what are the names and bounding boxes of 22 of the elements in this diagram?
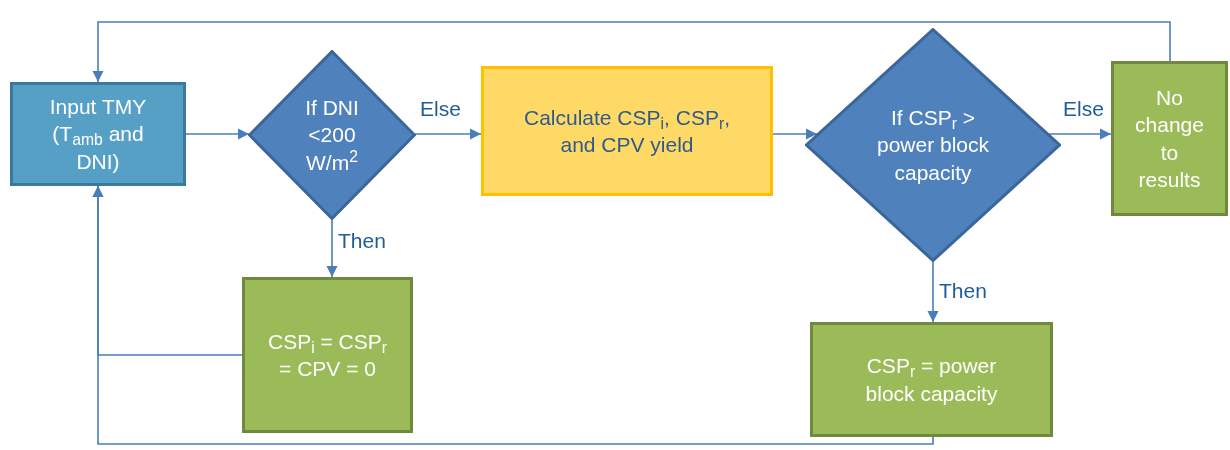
arrow xyxy=(1048,128,1112,140)
node-text: If CSP$_{r}$ > power block capacity xyxy=(875,105,991,186)
node-text: Calculate CSP$_{i}$, CSP$_{r}$, and CPV yield xyxy=(523,104,731,158)
process-box xyxy=(1111,61,1228,216)
arrow xyxy=(414,128,482,140)
arrow xyxy=(927,261,939,323)
arrow xyxy=(185,128,250,140)
process-box xyxy=(242,277,413,433)
decision-diamond xyxy=(248,50,416,220)
arrow xyxy=(772,128,818,140)
arrow xyxy=(92,21,1171,83)
arrow xyxy=(326,219,338,278)
node-text: Input TMY (T$_{amb}$ and DNI) xyxy=(48,94,148,175)
node-text: If DNI <200 W/m$^{2}$ xyxy=(304,95,360,176)
decision-diamond xyxy=(805,28,1061,262)
process-box xyxy=(810,322,1053,437)
process-box xyxy=(10,82,186,186)
arrow xyxy=(92,185,934,445)
node-text: No change to results xyxy=(1134,84,1205,193)
node-text: CSP$_{i}$ = CSP$_{r}$ = CPV = 0 xyxy=(266,328,389,382)
node-text: CSP$_{r}$ = power block capacity xyxy=(864,353,999,407)
process-box xyxy=(481,66,773,196)
